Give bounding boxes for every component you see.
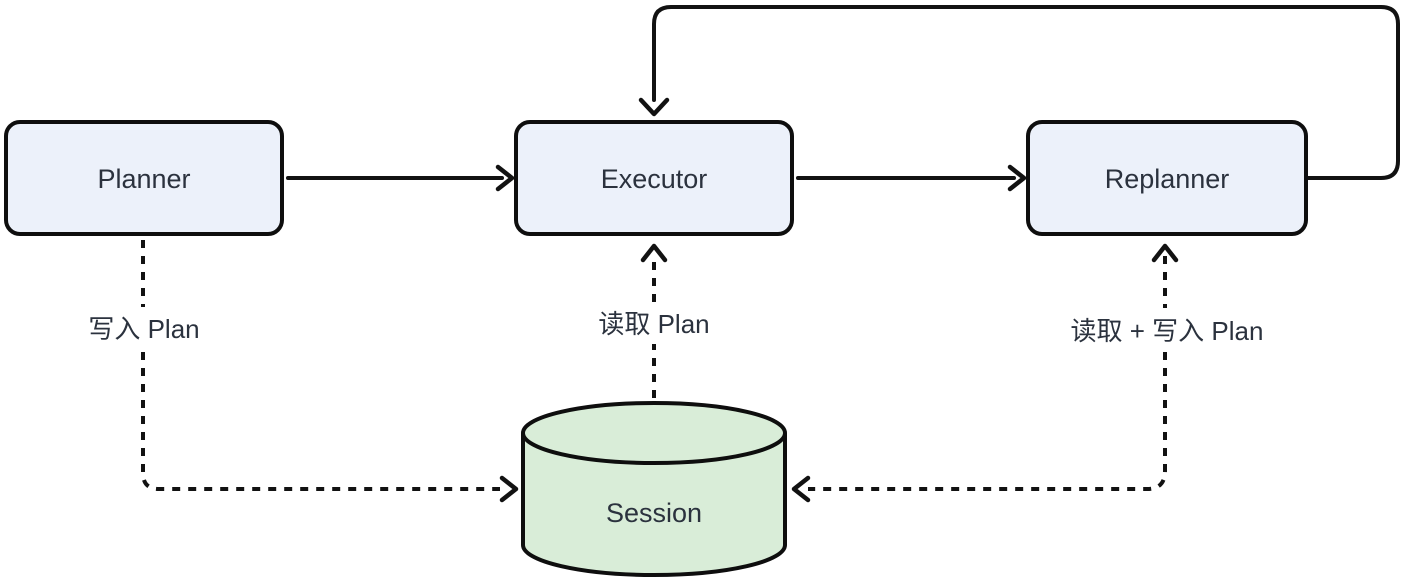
database-cylinder-body <box>521 433 787 577</box>
replanner-label: Replanner <box>1105 164 1230 194</box>
executor-label: Executor <box>601 164 708 194</box>
arrowhead-right-icon <box>499 475 519 503</box>
dashed-path <box>808 256 1167 491</box>
edge-label-read-plan: 读取 Plan <box>586 302 722 344</box>
arrowhead-right-icon <box>495 164 515 192</box>
executor-node: Executor <box>514 120 794 236</box>
edge-label-write-plan: 写入 Plan <box>76 307 212 349</box>
edge-label-read-write-plan: 读取 + 写入 Plan <box>1056 308 1278 350</box>
planner-box <box>4 120 284 236</box>
arrowhead-up-icon <box>1151 243 1179 263</box>
arrowhead-right-icon <box>1007 164 1027 192</box>
session-label: Session <box>606 498 702 528</box>
database-cylinder-top <box>521 401 787 465</box>
planner-node: Planner <box>4 120 284 236</box>
edge-label-text: 读取 + 写入 Plan <box>1071 316 1264 346</box>
loop-path <box>652 5 1400 180</box>
replanner-node: Replanner <box>1026 120 1308 236</box>
arrowhead-down-icon <box>638 97 670 117</box>
replanner-box <box>1026 120 1308 236</box>
edge-planner-to-executor <box>286 164 515 192</box>
edge-replanner-to-session <box>791 243 1179 503</box>
executor-box <box>514 120 794 236</box>
edge-label-text: 写入 Plan <box>88 314 199 344</box>
edge-label-bg <box>76 307 212 349</box>
edge-planner-to-session <box>141 240 519 503</box>
edge-label-text: 读取 Plan <box>598 309 709 339</box>
edge-executor-to-replanner <box>796 164 1027 192</box>
session-store-node: Session <box>521 401 787 577</box>
dashed-path <box>141 240 500 491</box>
arrowhead-left-icon <box>791 475 811 503</box>
planner-label: Planner <box>97 164 190 194</box>
edge-label-bg <box>1056 308 1278 350</box>
edge-label-bg <box>586 302 722 344</box>
arrowhead-up-icon <box>640 243 668 263</box>
edge-replanner-to-executor-loop <box>638 5 1400 180</box>
